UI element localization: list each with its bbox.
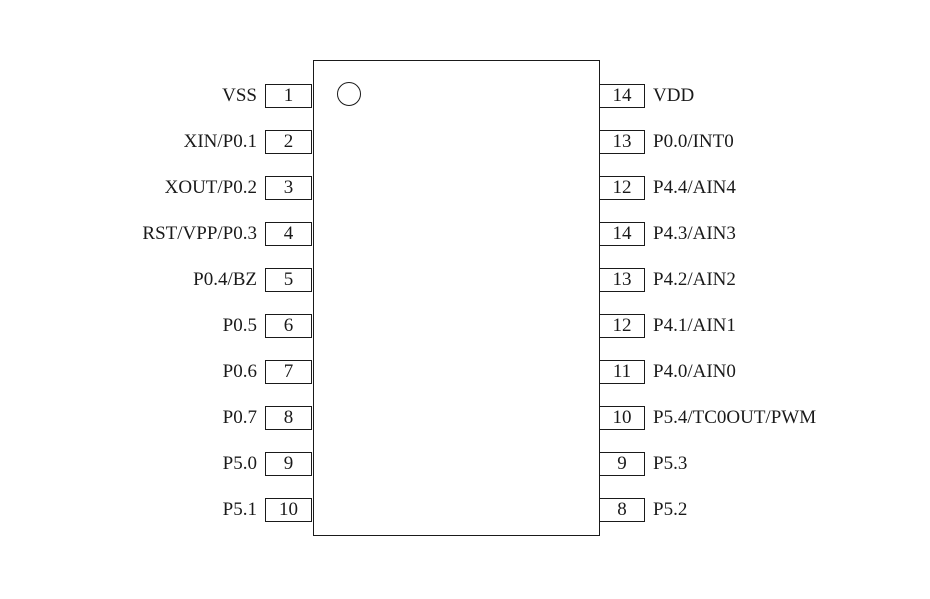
left-pin-label: P0.7 [222, 407, 257, 428]
left-pin-label: P5.1 [222, 499, 257, 520]
right-pin-number-box: 9 [599, 452, 645, 476]
left-pin-label: XOUT/P0.2 [164, 177, 257, 198]
right-pin-label: P5.2 [653, 499, 688, 520]
left-pin-number-box: 6 [265, 314, 312, 338]
right-pin-number-box: 12 [599, 314, 645, 338]
right-pin-label: P4.3/AIN3 [653, 223, 736, 244]
left-pin-number-box: 2 [265, 130, 312, 154]
left-pin-number-box: 8 [265, 406, 312, 430]
left-pin-label: P0.5 [222, 315, 257, 336]
left-pin-label: P5.0 [222, 453, 257, 474]
left-pin-number-box: 1 [265, 84, 312, 108]
left-pin-number-box: 9 [265, 452, 312, 476]
right-pin-label: P4.0/AIN0 [653, 361, 736, 382]
right-pin-label: P5.3 [653, 453, 688, 474]
left-pin-number-box: 7 [265, 360, 312, 384]
right-pin-number-box: 10 [599, 406, 645, 430]
right-pin-number-box: 14 [599, 222, 645, 246]
pin1-indicator-icon [337, 82, 361, 106]
right-pin-label: P0.0/INT0 [653, 131, 734, 152]
left-pin-label: P0.6 [222, 361, 257, 382]
left-pin-number-box: 10 [265, 498, 312, 522]
right-pin-label: P4.4/AIN4 [653, 177, 736, 198]
right-pin-number-box: 13 [599, 268, 645, 292]
left-pin-number-box: 5 [265, 268, 312, 292]
right-pin-number-box: 13 [599, 130, 645, 154]
ic-package-body [313, 60, 600, 536]
right-pin-number-box: 12 [599, 176, 645, 200]
left-pin-number-box: 3 [265, 176, 312, 200]
right-pin-number-box: 11 [599, 360, 645, 384]
right-pin-label: P4.1/AIN1 [653, 315, 736, 336]
left-pin-label: XIN/P0.1 [183, 131, 257, 152]
left-pin-label: RST/VPP/P0.3 [142, 223, 257, 244]
right-pin-label: P5.4/TC0OUT/PWM [653, 407, 817, 428]
left-pin-number-box: 4 [265, 222, 312, 246]
right-pin-label: VDD [653, 85, 695, 106]
right-pin-number-box: 14 [599, 84, 645, 108]
right-pin-label: P4.2/AIN2 [653, 269, 736, 290]
right-pin-number-box: 8 [599, 498, 645, 522]
left-pin-label: P0.4/BZ [193, 269, 257, 290]
left-pin-label: VSS [222, 85, 257, 106]
